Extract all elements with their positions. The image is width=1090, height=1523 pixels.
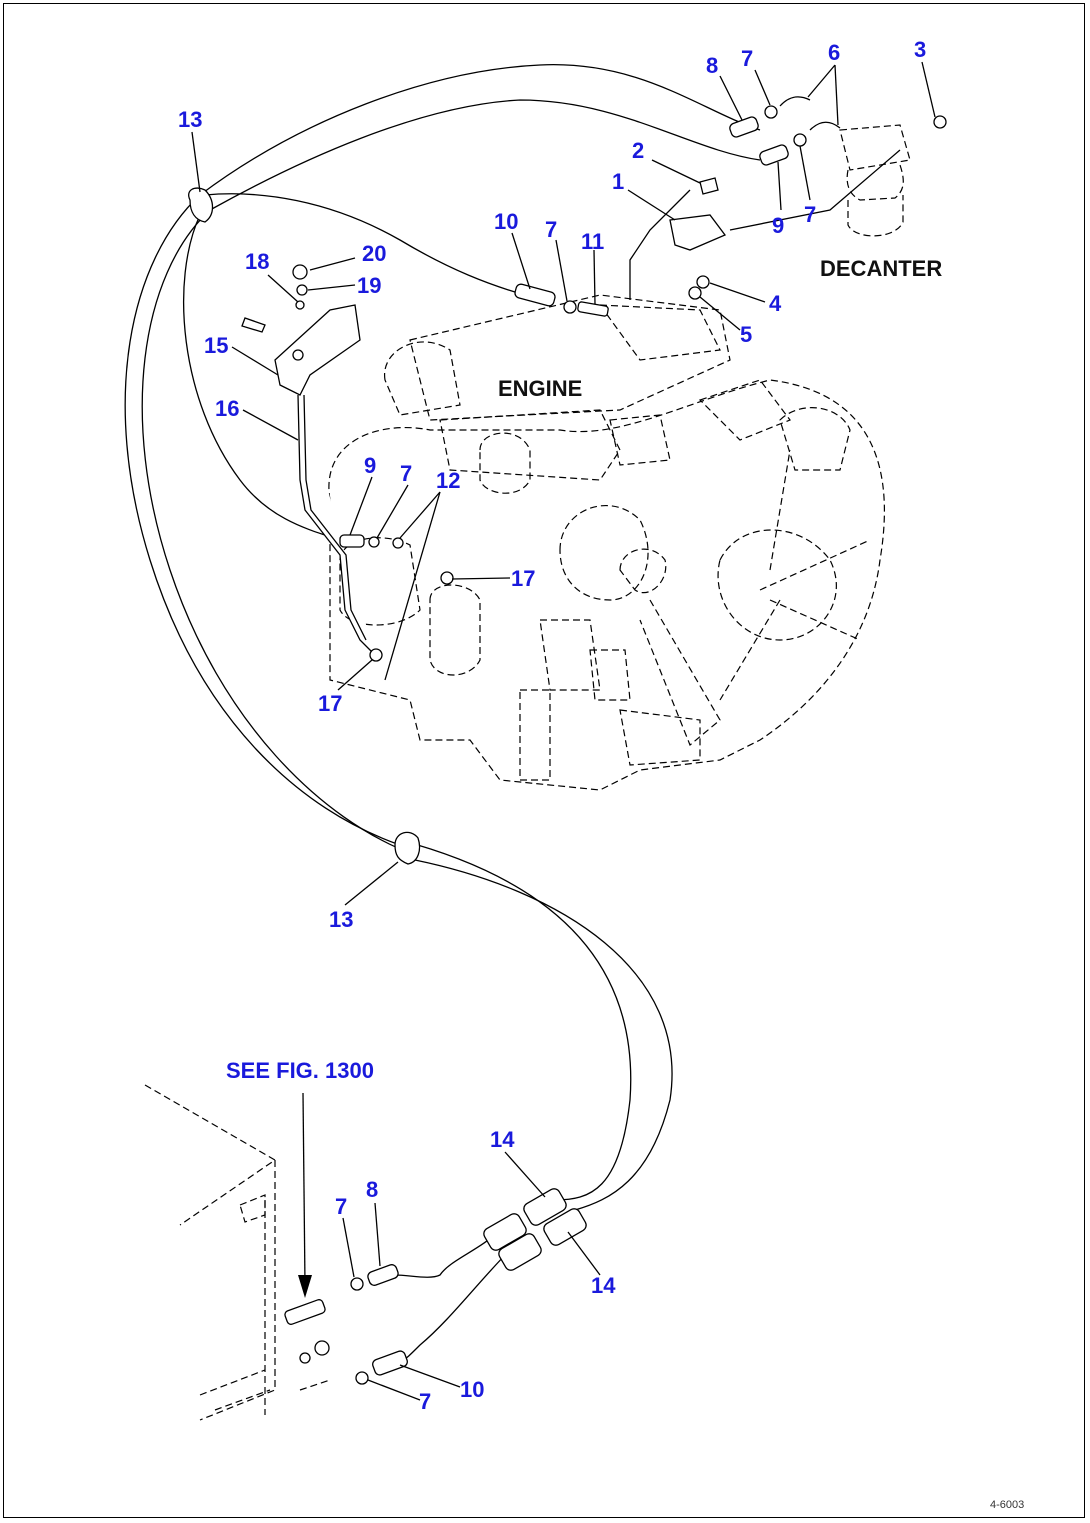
washer-7-lower-left	[350, 1277, 364, 1291]
callout-10: 10	[494, 209, 518, 234]
callout-7: 7	[335, 1194, 347, 1219]
washer-7-mid	[563, 300, 577, 314]
callout-7: 7	[741, 46, 753, 71]
fitting-8-upper	[729, 116, 759, 138]
callout-16: 16	[215, 396, 239, 421]
clip-17-right	[440, 571, 454, 585]
bolt-2	[699, 177, 719, 195]
callout-7: 7	[545, 217, 557, 242]
callout-1: 1	[612, 169, 624, 194]
callout-15: 15	[204, 333, 228, 358]
callout-8: 8	[706, 53, 718, 78]
callout-19: 19	[357, 273, 381, 298]
drawing-code: 4-6003	[990, 1499, 1024, 1511]
plug-3	[933, 115, 947, 129]
washer-7-lower	[368, 536, 380, 548]
nut-5	[688, 286, 702, 300]
fitting-9-lower	[339, 534, 365, 548]
callout-2: 2	[632, 138, 644, 163]
leader-lines	[191, 61, 936, 1401]
callout-17: 17	[511, 566, 535, 591]
fitting-10-upper	[514, 283, 556, 307]
engine-label: ENGINE	[498, 376, 582, 401]
clip-17-left	[369, 648, 383, 662]
fitting-9-upper	[759, 144, 789, 166]
callout-17: 17	[318, 691, 342, 716]
engine-outline	[328, 294, 885, 791]
callout-10: 10	[460, 1377, 484, 1402]
washer-7-bottom	[355, 1371, 369, 1385]
fitting-8-lower	[367, 1264, 399, 1286]
bolt-20	[292, 264, 308, 280]
decanter-illustration	[839, 124, 911, 237]
callout-11: 11	[581, 229, 604, 254]
tube-6a	[779, 96, 811, 107]
washer-4	[696, 275, 710, 289]
coupler-14-upper	[523, 1188, 567, 1226]
callout-18: 18	[245, 249, 269, 274]
callout-6: 6	[828, 40, 840, 65]
washer-18	[295, 300, 305, 310]
see-fig-reference: SEE FIG. 1300	[226, 1058, 374, 1083]
washer-19	[296, 284, 308, 296]
parts	[188, 96, 947, 1385]
tube-6b	[809, 121, 841, 131]
adapter-11	[577, 301, 609, 317]
callout-20: 20	[362, 241, 386, 266]
callout-7: 7	[804, 202, 816, 227]
callout-7: 7	[400, 461, 412, 486]
left-panel	[144, 1084, 331, 1421]
drawing-frame	[3, 3, 1085, 1518]
callout-9: 9	[364, 453, 376, 478]
clamp-13-upper	[188, 187, 214, 223]
callout-7: 7	[419, 1389, 431, 1414]
callout-14: 14	[591, 1273, 616, 1298]
callout-3: 3	[914, 37, 926, 62]
callout-8: 8	[366, 1177, 378, 1202]
callout-14: 14	[490, 1127, 515, 1152]
coupler-14-lower	[543, 1208, 587, 1246]
bolt-bracket	[241, 317, 266, 333]
hose-routing	[124, 64, 901, 1363]
callout-12: 12	[436, 468, 460, 493]
callout-5: 5	[740, 322, 752, 347]
bracket-15	[274, 304, 361, 396]
callout-13: 13	[178, 107, 202, 132]
bracket-1	[669, 214, 727, 251]
decanter-label: DECANTER	[820, 256, 942, 281]
callout-4: 4	[769, 291, 782, 316]
washer-7-right	[793, 133, 807, 147]
fitting-12	[392, 537, 404, 549]
callout-9: 9	[772, 213, 784, 238]
washer-7-upper	[764, 105, 778, 119]
fitting-10-lower	[372, 1350, 408, 1376]
clamp-13-lower	[394, 831, 421, 865]
callout-13: 13	[329, 907, 353, 932]
port-fitting	[284, 1299, 326, 1325]
